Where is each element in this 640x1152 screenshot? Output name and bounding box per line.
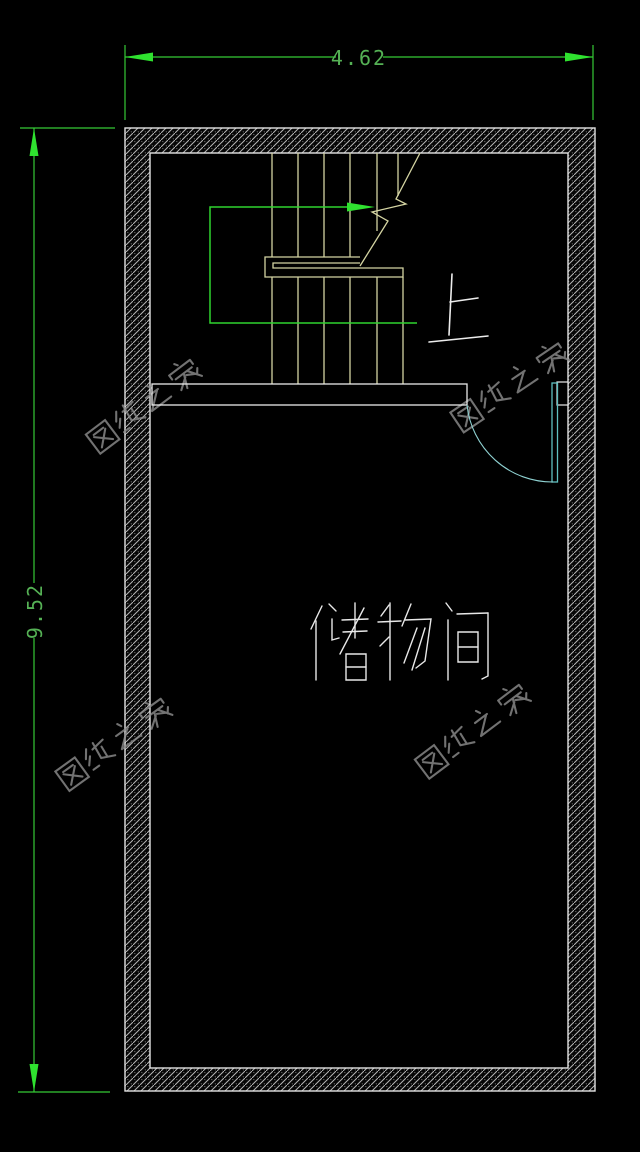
arrow-right-icon: [565, 52, 593, 62]
room-label-char-2: [377, 602, 432, 681]
arrow-up-icon: [29, 128, 39, 156]
arrow-down-icon: [29, 1064, 39, 1092]
door: [466, 381, 569, 483]
room-label-text: [310, 602, 489, 681]
arrow-left-icon: [125, 52, 153, 62]
stair-up-label: [428, 273, 489, 343]
stair-break-line: [359, 152, 421, 267]
stair-direction-path: [209, 202, 417, 324]
dim-width-value: 4.62: [331, 46, 387, 70]
door-swing-arc: [466, 404, 554, 483]
room-interior: [149, 152, 569, 1069]
staircase: [264, 152, 421, 384]
dimension-top: 4.62: [124, 45, 594, 120]
direction-arrow-icon: [347, 202, 375, 212]
stair-handrail: [264, 256, 404, 278]
stair-treads-lower: [271, 277, 404, 384]
dim-height-value: 9.52: [23, 583, 47, 639]
stair-landing-edge: [151, 383, 468, 406]
door-jamb: [556, 381, 569, 406]
wall-outline: [124, 127, 596, 1092]
door-leaf: [551, 382, 559, 483]
room-label-char-3: [445, 602, 489, 681]
dimension-left: 9.52: [18, 127, 115, 1093]
direction-line: [209, 206, 417, 324]
extension-lines: [18, 127, 115, 1093]
room-label-char-1: [310, 602, 369, 681]
